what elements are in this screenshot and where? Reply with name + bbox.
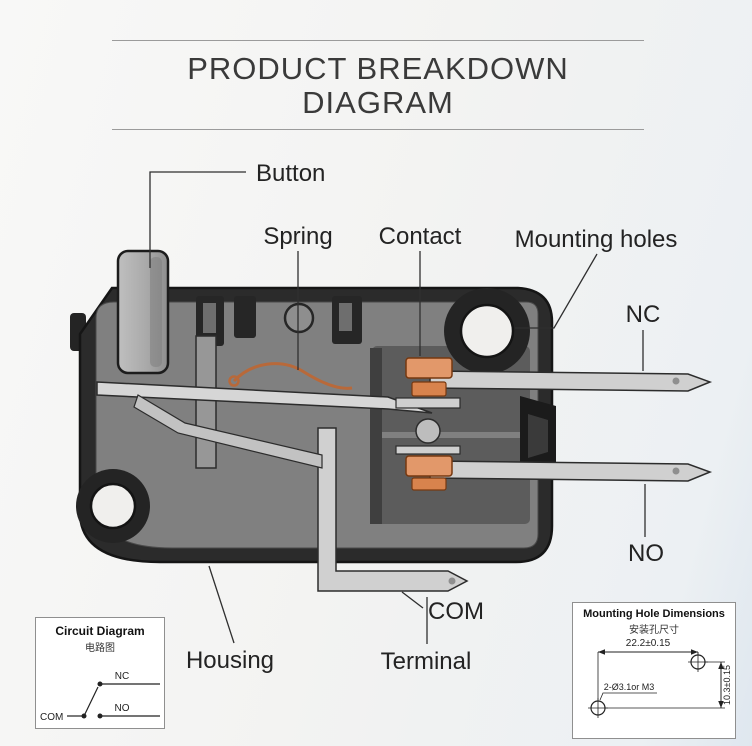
nc-contact-dot bbox=[97, 681, 103, 687]
housing-slot-2 bbox=[234, 296, 256, 338]
upper-contact-block bbox=[405, 357, 453, 379]
circuit-no-label: NO bbox=[115, 703, 130, 714]
button-shade bbox=[150, 257, 162, 367]
right-plug-inner bbox=[528, 414, 548, 458]
spring-loop bbox=[228, 375, 240, 387]
no-terminal bbox=[429, 460, 713, 482]
circuit-com-label: COM bbox=[40, 712, 63, 723]
no-terminal-hole bbox=[672, 467, 680, 475]
housing-top-hole bbox=[283, 302, 315, 334]
circuit-box-title: Circuit Diagram bbox=[55, 624, 145, 638]
dim-arrow-down bbox=[718, 701, 724, 708]
upper-contact-strip bbox=[395, 397, 461, 409]
com-terminal bbox=[317, 427, 469, 592]
label-button: Button bbox=[256, 160, 325, 187]
circuit-nc-label: NC bbox=[115, 671, 129, 682]
leader-com bbox=[401, 591, 424, 609]
circuit-diagram-box: Circuit Diagram 电路图 NC NO COM bbox=[35, 617, 165, 729]
switch-lever-wire bbox=[83, 686, 99, 717]
dim-arrow-left bbox=[598, 649, 605, 655]
com-terminal-hole bbox=[448, 577, 456, 585]
label-com: COM bbox=[428, 598, 484, 625]
housing-slot-3-inner bbox=[339, 303, 352, 331]
callouts: Button Spring Contact Mounting holes NC … bbox=[149, 160, 678, 675]
lower-contact-block bbox=[405, 455, 453, 477]
leader-button bbox=[149, 171, 246, 268]
title-block: PRODUCT BREAKDOWN DIAGRAM bbox=[112, 40, 644, 130]
moving-contact-disc bbox=[415, 418, 441, 444]
dim-arrow-right bbox=[691, 649, 698, 655]
mounting-box-title: Mounting Hole Dimensions bbox=[583, 608, 725, 620]
leader-mounting-holes bbox=[515, 253, 598, 329]
upper-contact-pad bbox=[411, 381, 447, 397]
label-contact: Contact bbox=[379, 223, 462, 250]
nc-terminal bbox=[429, 370, 713, 392]
mounting-hole-drawing: 22.2±0.15 2-Ø3.1or M3 10.3±0.15 bbox=[588, 638, 732, 718]
page-title: PRODUCT BREAKDOWN DIAGRAM bbox=[187, 51, 569, 120]
spring-wire bbox=[232, 362, 353, 390]
lower-contact-strip bbox=[395, 445, 461, 455]
lower-contact-pad bbox=[411, 477, 447, 491]
nc-terminal-hole bbox=[672, 377, 680, 385]
label-housing: Housing bbox=[186, 647, 274, 674]
label-mounting-holes: Mounting holes bbox=[515, 226, 678, 253]
chamber-divider bbox=[370, 348, 382, 524]
mounting-hole-top bbox=[459, 303, 515, 359]
title-rule-bottom bbox=[112, 129, 644, 130]
dim-arrow-up bbox=[718, 662, 724, 669]
title-rule-top bbox=[112, 40, 644, 41]
circuit-box-subtitle: 电路图 bbox=[85, 643, 115, 654]
horizontal-dim-text: 22.2±0.15 bbox=[626, 638, 671, 649]
switch-illustration bbox=[70, 249, 713, 592]
lever-blade bbox=[96, 381, 433, 414]
hole-spec-text: 2-Ø3.1or M3 bbox=[604, 682, 655, 692]
no-contact-dot bbox=[97, 713, 103, 719]
label-terminal: Terminal bbox=[381, 648, 472, 675]
vertical-dim-text: 10.3±0.15 bbox=[722, 665, 732, 705]
hole-spec-leader bbox=[599, 692, 657, 701]
mounting-hole-dimensions-box: Mounting Hole Dimensions 安装孔尺寸 22.2±0.15… bbox=[572, 602, 736, 739]
lever-arm bbox=[133, 394, 323, 469]
plunger-guide bbox=[195, 335, 217, 469]
mounting-box-subtitle: 安装孔尺寸 bbox=[629, 625, 679, 636]
circuit-schematic: NC NO COM bbox=[40, 671, 160, 723]
leader-housing bbox=[208, 565, 235, 644]
mounting-hole-bottom bbox=[89, 482, 137, 530]
label-nc: NC bbox=[626, 301, 661, 328]
label-no: NO bbox=[628, 540, 664, 567]
housing-slot-1-inner bbox=[203, 303, 216, 333]
label-spring: Spring bbox=[263, 223, 332, 250]
